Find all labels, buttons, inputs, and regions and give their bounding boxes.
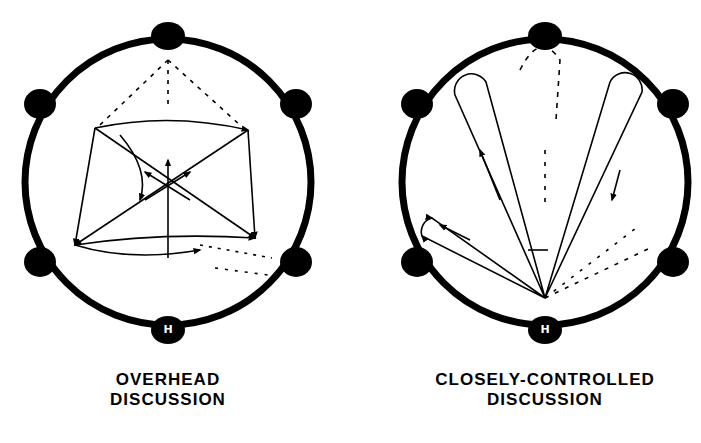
table-left (24, 22, 312, 344)
seat-letter: H (540, 324, 549, 336)
seat-letter: H (163, 324, 172, 336)
discussion-table: OVERHEAD DISCUSSION (18, 30, 318, 440)
table-right (401, 22, 689, 344)
caption: CLOSELY-CONTROLLED DISCUSSION (420, 370, 670, 410)
caption: OVERHEAD DISCUSSION (88, 370, 248, 410)
discussion-table: CLOSELY-CONTROLLED DISCUSSION (392, 30, 698, 440)
